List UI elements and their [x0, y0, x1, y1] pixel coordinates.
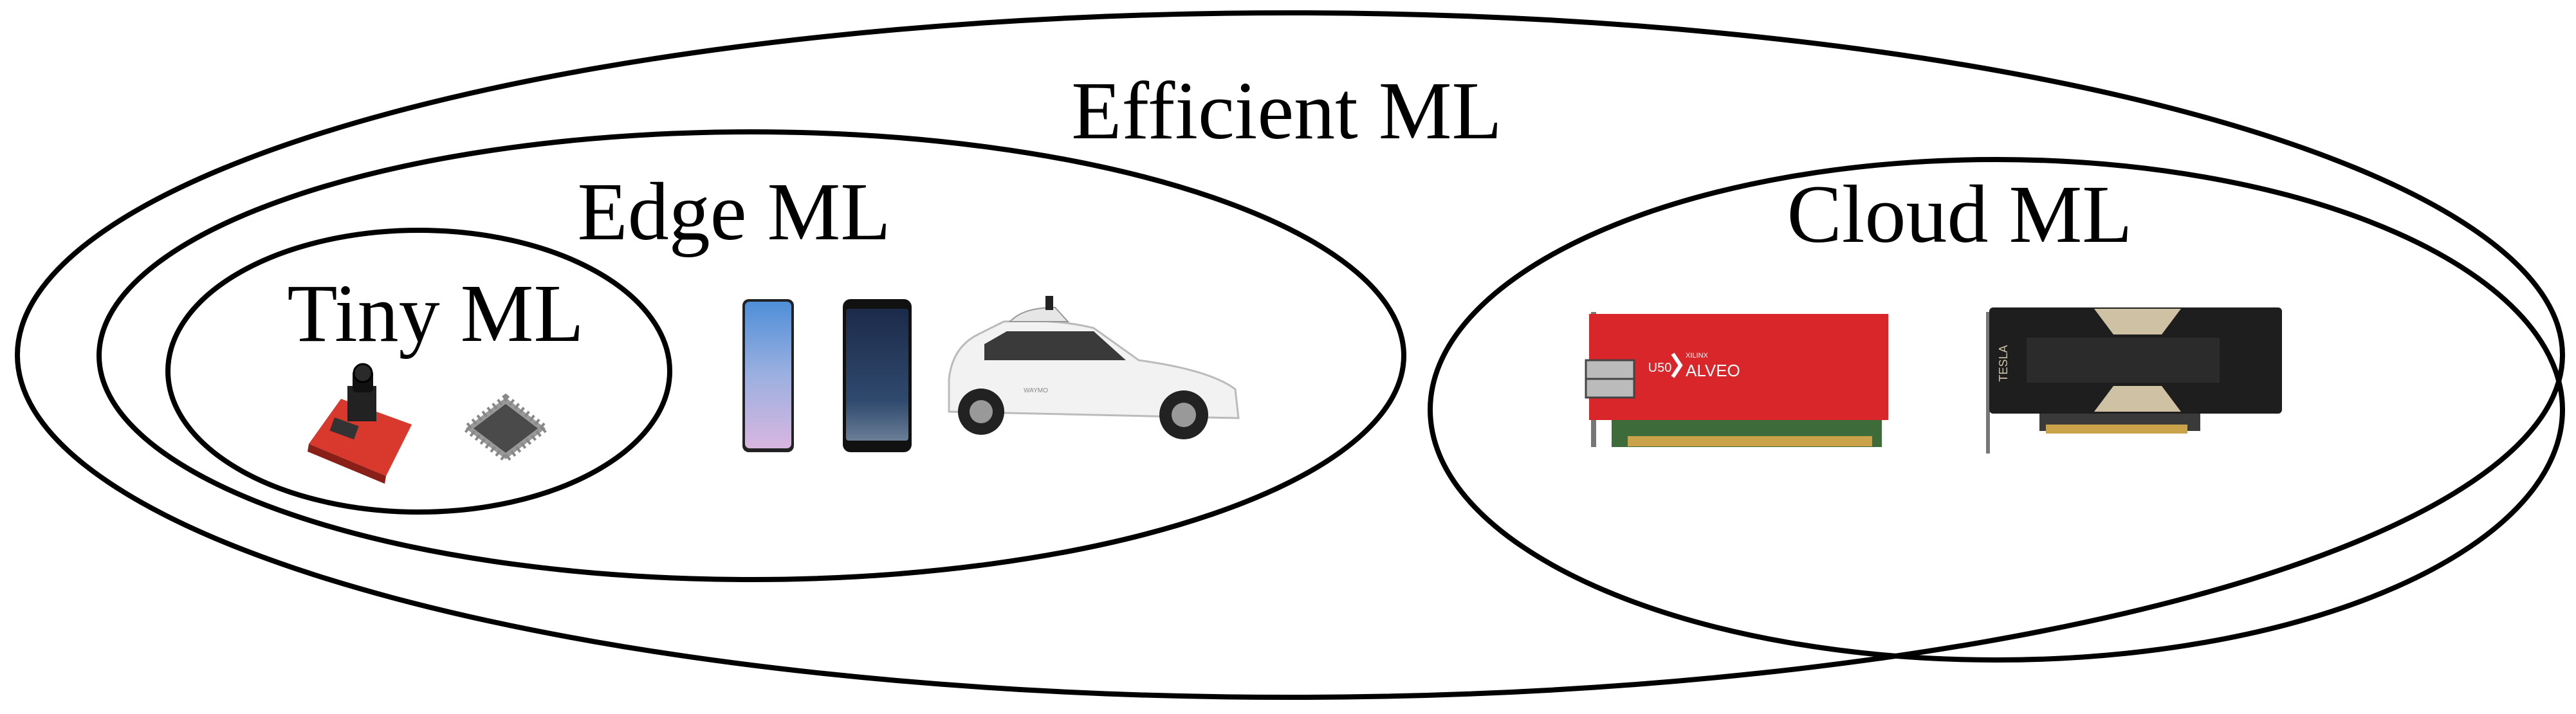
camera-module-icon: [308, 363, 412, 484]
fpga-accelerator-card-icon: U50 XILINX ALVEO: [1585, 312, 1888, 447]
efficient-ml-ellipse: [15, 10, 2565, 700]
cloud-ml-label: Cloud ML: [1787, 169, 2133, 260]
microcontroller-chip-icon: [460, 393, 551, 464]
gpu-brand-text: TESLA: [1997, 345, 2010, 381]
car-logo-text: WAYMO: [1024, 387, 1048, 394]
card-product-text: ALVEO: [1686, 361, 1740, 380]
card-model-text: U50: [1648, 361, 1672, 375]
self-driving-car-icon: WAYMO: [948, 296, 1240, 439]
gpu-accelerator-card-icon: TESLA: [1986, 307, 2282, 453]
smartphone-2-icon: [843, 299, 912, 452]
tiny-ml-ellipse: [165, 228, 672, 515]
card-brand-text: XILINX: [1686, 352, 1709, 360]
smartphone-1-icon: [742, 299, 794, 452]
edge-ml-label: Edge ML: [578, 166, 891, 257]
cloud-ml-ellipse: [1428, 157, 2565, 663]
edge-ml-ellipse: [97, 129, 1406, 582]
efficient-ml-label: Efficient ML: [1071, 65, 1502, 156]
tiny-ml-label: Tiny ML: [287, 268, 584, 359]
